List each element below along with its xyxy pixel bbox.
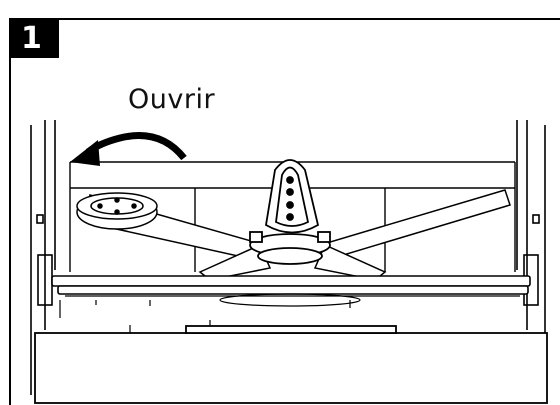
spray-arm-nut [76, 192, 158, 230]
open-label: Ouvrir [128, 84, 216, 115]
door-panel [34, 325, 548, 404]
rack-details [59, 293, 520, 333]
open-arrow-head-icon [70, 140, 100, 166]
central-nozzle [249, 159, 331, 265]
step-number-badge: 1 [9, 19, 59, 58]
rack-rail [51, 275, 531, 295]
open-arrow-icon [85, 132, 187, 161]
